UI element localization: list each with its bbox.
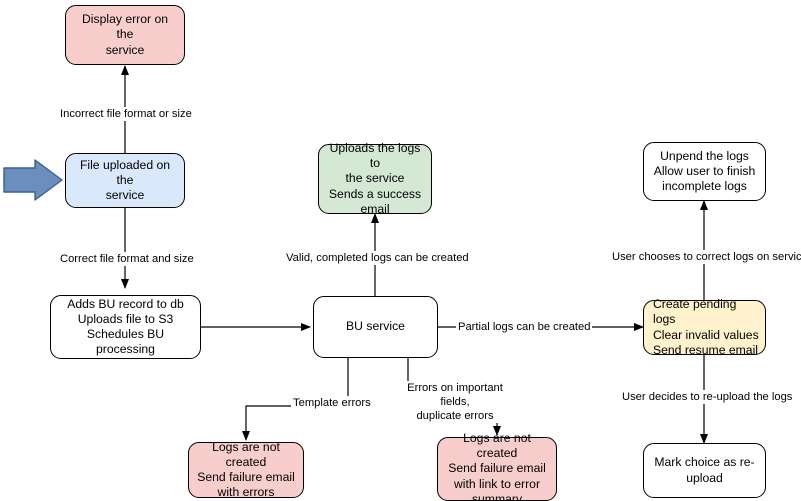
node-logs-not-created-summary-label: Logs are not created Send failure email … <box>448 431 546 501</box>
node-file-uploaded[interactable]: File uploaded on the service <box>65 153 185 208</box>
node-adds-bu-record[interactable]: Adds BU record to db Uploads file to S3 … <box>50 295 201 359</box>
node-logs-not-created-errors-label: Logs are not created Send failure email … <box>197 439 295 500</box>
input-arrow-icon <box>3 159 63 201</box>
node-mark-choice-label: Mark choice as re- upload <box>654 455 755 485</box>
edge-label-errors-important-fields: Errors on important fields, duplicate er… <box>392 381 518 423</box>
edge-label-correct-format: Correct file format and size <box>58 252 196 266</box>
node-unpend-logs[interactable]: Unpend the logs Allow user to finish inc… <box>643 142 766 201</box>
node-mark-choice[interactable]: Mark choice as re- upload <box>643 443 766 498</box>
node-uploads-logs[interactable]: Uploads the logs to the service Sends a … <box>318 141 432 216</box>
node-create-pending-logs-label: Create pending logs Clear invalid values… <box>653 297 759 357</box>
node-adds-bu-record-label: Adds BU record to db Uploads file to S3 … <box>67 296 184 357</box>
node-bu-service-label: BU service <box>346 319 405 334</box>
edge-label-partial-logs: Partial logs can be created <box>456 320 593 334</box>
edge-label-valid-completed: Valid, completed logs can be created <box>284 251 471 265</box>
edge-label-template-errors: Template errors <box>291 396 373 410</box>
node-display-error[interactable]: Display error on the service <box>65 5 185 65</box>
node-unpend-logs-label: Unpend the logs Allow user to finish inc… <box>653 148 756 194</box>
node-file-uploaded-label: File uploaded on the service <box>79 157 171 203</box>
node-uploads-logs-label: Uploads the logs to the service Sends a … <box>328 141 422 216</box>
edge-label-user-chooses-correct: User chooses to correct logs on service <box>610 250 801 264</box>
node-create-pending-logs[interactable]: Create pending logs Clear invalid values… <box>643 297 766 357</box>
node-logs-not-created-errors[interactable]: Logs are not created Send failure email … <box>188 439 304 500</box>
edge-label-user-decides-reupload: User decides to re-upload the logs <box>620 390 795 404</box>
edge-label-incorrect-format: Incorrect file format or size <box>58 107 194 121</box>
node-logs-not-created-summary[interactable]: Logs are not created Send failure email … <box>437 431 557 501</box>
node-bu-service[interactable]: BU service <box>313 296 438 358</box>
node-display-error-label: Display error on the service <box>81 12 169 57</box>
